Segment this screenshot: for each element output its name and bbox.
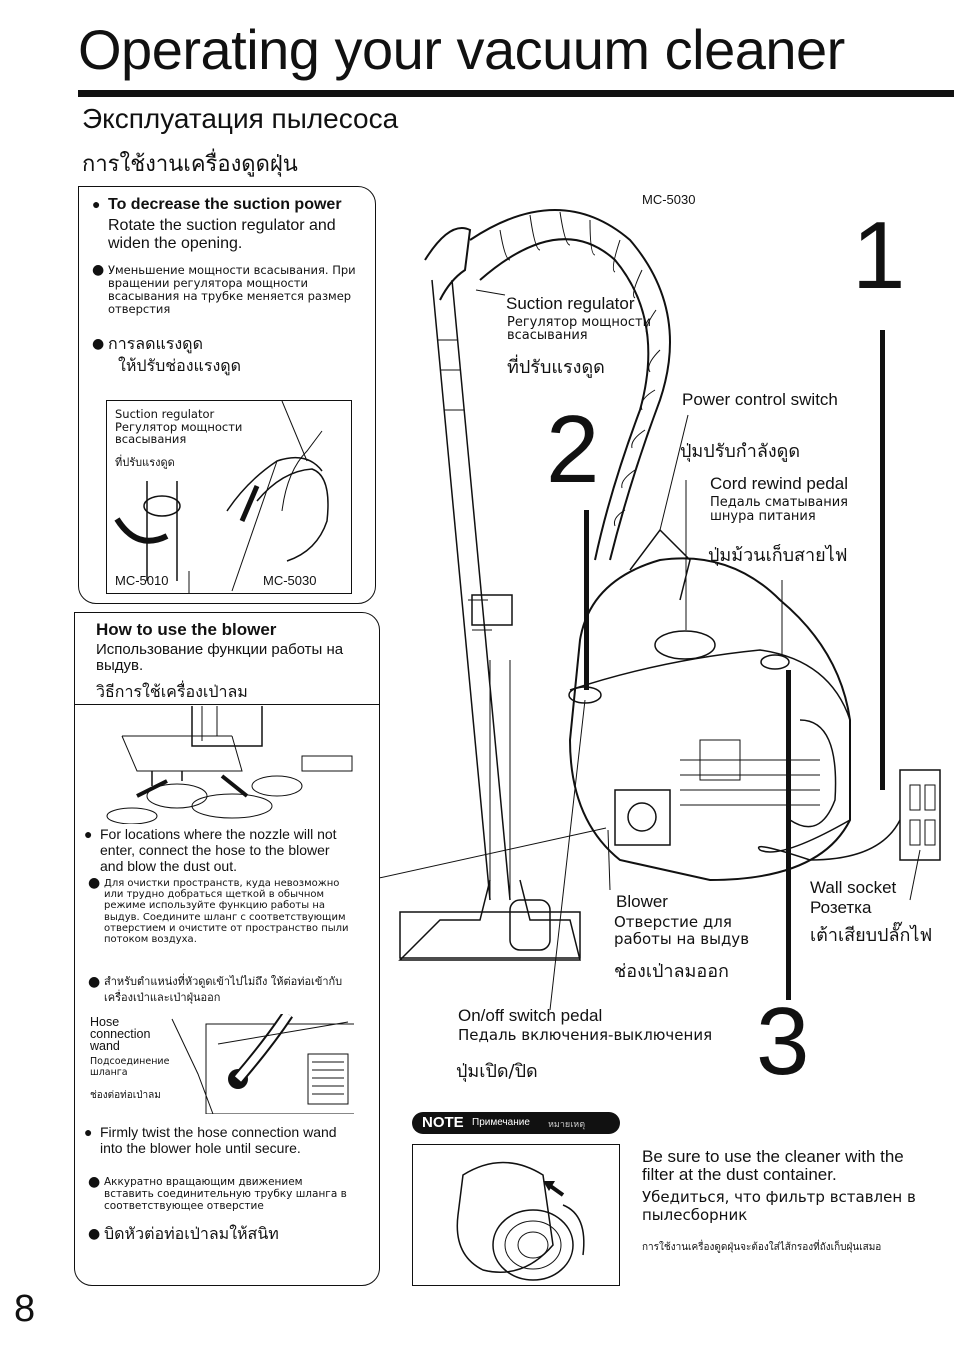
- blower-step2-th: บิดหัวต่อท่อเป่าลมให้สนิท: [88, 1224, 279, 1244]
- label-cord-en: Cord rewind pedal: [710, 474, 848, 493]
- suction-body: Rotate the suction regulator and widen t…: [108, 217, 336, 252]
- hose-connection-illustration: [171, 1014, 354, 1114]
- note-label-ru: Примечание: [472, 1117, 530, 1128]
- note-badge: NOTE Примечание หมายเหตุ: [412, 1112, 620, 1134]
- page-title: Operating your vacuum cleaner: [78, 18, 845, 81]
- suction-figure: Suction regulator Регулятор мощности вса…: [106, 400, 352, 594]
- fig-model-left: MC-5010: [115, 573, 169, 588]
- suction-heading: To decrease the suction power: [92, 196, 342, 214]
- blower-heading-ru: Использование функции работы на выдув.: [96, 641, 344, 674]
- title-rule: [78, 90, 954, 97]
- step-number-3: 3: [756, 988, 810, 1095]
- page-title-ru: Эксплуатация пылесоса: [82, 103, 399, 134]
- hose-label-th: ช่องต่อท่อเป่าลม: [90, 1090, 161, 1101]
- note-ru: Убедиться, что фильтр вставлен в пылесбо…: [642, 1188, 916, 1224]
- suction-info-box: [78, 186, 376, 604]
- blower-step2-ru: Аккуратно вращающим движением вставить с…: [88, 1176, 350, 1212]
- fig-suction-label-th: ที่ปรับแรงดูด: [115, 456, 175, 469]
- label-onoff-en: On/off switch pedal: [458, 1006, 603, 1025]
- blower-dust-illustration: [106, 706, 353, 824]
- model-label: MC-5030: [642, 192, 696, 207]
- step-number-2: 2: [546, 396, 600, 503]
- fig-model-right: MC-5030: [263, 573, 317, 588]
- suction-th-body: ให้ปรับช่องแรงดูด: [118, 356, 242, 375]
- hose-label-ru: Подсоединение шланга: [90, 1056, 170, 1078]
- page-number: 8: [14, 1288, 36, 1330]
- fig-suction-label-en: Suction regulator: [115, 407, 215, 421]
- filter-figure: [412, 1144, 620, 1286]
- label-blower-th: ช่องเป่าลมออก: [614, 961, 729, 982]
- label-onoff-th: ปุ่มเปิด/ปิด: [456, 1061, 538, 1082]
- note-label-th: หมายเหตุ: [548, 1120, 586, 1130]
- note-en: Be sure to use the cleaner with the filt…: [642, 1147, 904, 1184]
- blower-info-box: [74, 612, 380, 1286]
- blower-divider: [74, 704, 380, 705]
- label-suction-ru: Регулятор мощности всасывания: [507, 315, 652, 343]
- blower-step1-ru: Для очистки пространств, куда невозможно…: [88, 878, 350, 945]
- blower-step1-en: For locations where the nozzle will not …: [84, 826, 356, 874]
- fig-suction-label-ru: Регулятор мощности всасывания: [115, 420, 243, 446]
- label-suction-th: ที่ปรับแรงดูด: [507, 357, 605, 378]
- blower-heading: How to use the blower: [96, 620, 277, 639]
- label-wall-en: Wall socket: [810, 878, 897, 897]
- note-th: การใช้งานเครื่องดูดฝุ่นจะต้องใส่ไส้กรองท…: [642, 1242, 882, 1253]
- label-wall-th: เต้าเสียบปลั๊กไฟ: [810, 925, 933, 946]
- label-onoff-ru: Педаль включения-выключения: [458, 1026, 713, 1044]
- label-blower-ru: Отверстие для работы на выдув: [614, 913, 750, 948]
- label-power-th: ปุ่มปรับกำลังดูด: [680, 441, 801, 462]
- step-number-1: 1: [852, 202, 906, 309]
- label-wall-ru: Розетка: [810, 898, 872, 917]
- suction-regulator-illustration: [114, 401, 329, 593]
- vacuum-cleaner-illustration: [380, 209, 941, 1011]
- page-title-th: การใช้งานเครื่องดูดฝุ่น: [82, 152, 298, 177]
- label-cord-ru: Педаль сматывания шнура питания: [710, 495, 848, 524]
- hose-figure: Hose connection wand Подсоединение шланг…: [88, 1014, 354, 1114]
- blower-step1-th: สำหรับตำแหน่งที่หัวดูดเข้าไปไม่ถึง ให้ต่…: [88, 974, 344, 1006]
- hose-label-en: Hose connection wand: [90, 1015, 151, 1053]
- label-cord-th: ปุ่มม้วนเก็บสายไฟ: [708, 545, 848, 566]
- note-label: NOTE: [422, 1114, 464, 1131]
- label-power-en: Power control switch: [682, 390, 838, 409]
- label-suction-en: Suction regulator: [506, 294, 635, 313]
- suction-th-heading: การลดแรงดูด: [92, 334, 203, 354]
- blower-heading-th: วิธีการใช้เครื่องเป่าลม: [96, 682, 248, 701]
- blower-step2-en: Firmly twist the hose connection wand in…: [84, 1124, 350, 1156]
- suction-ru: Уменьшение мощности всасывания. При вращ…: [92, 264, 358, 316]
- dust-container-illustration: [456, 1161, 585, 1281]
- label-blower-en: Blower: [616, 892, 668, 911]
